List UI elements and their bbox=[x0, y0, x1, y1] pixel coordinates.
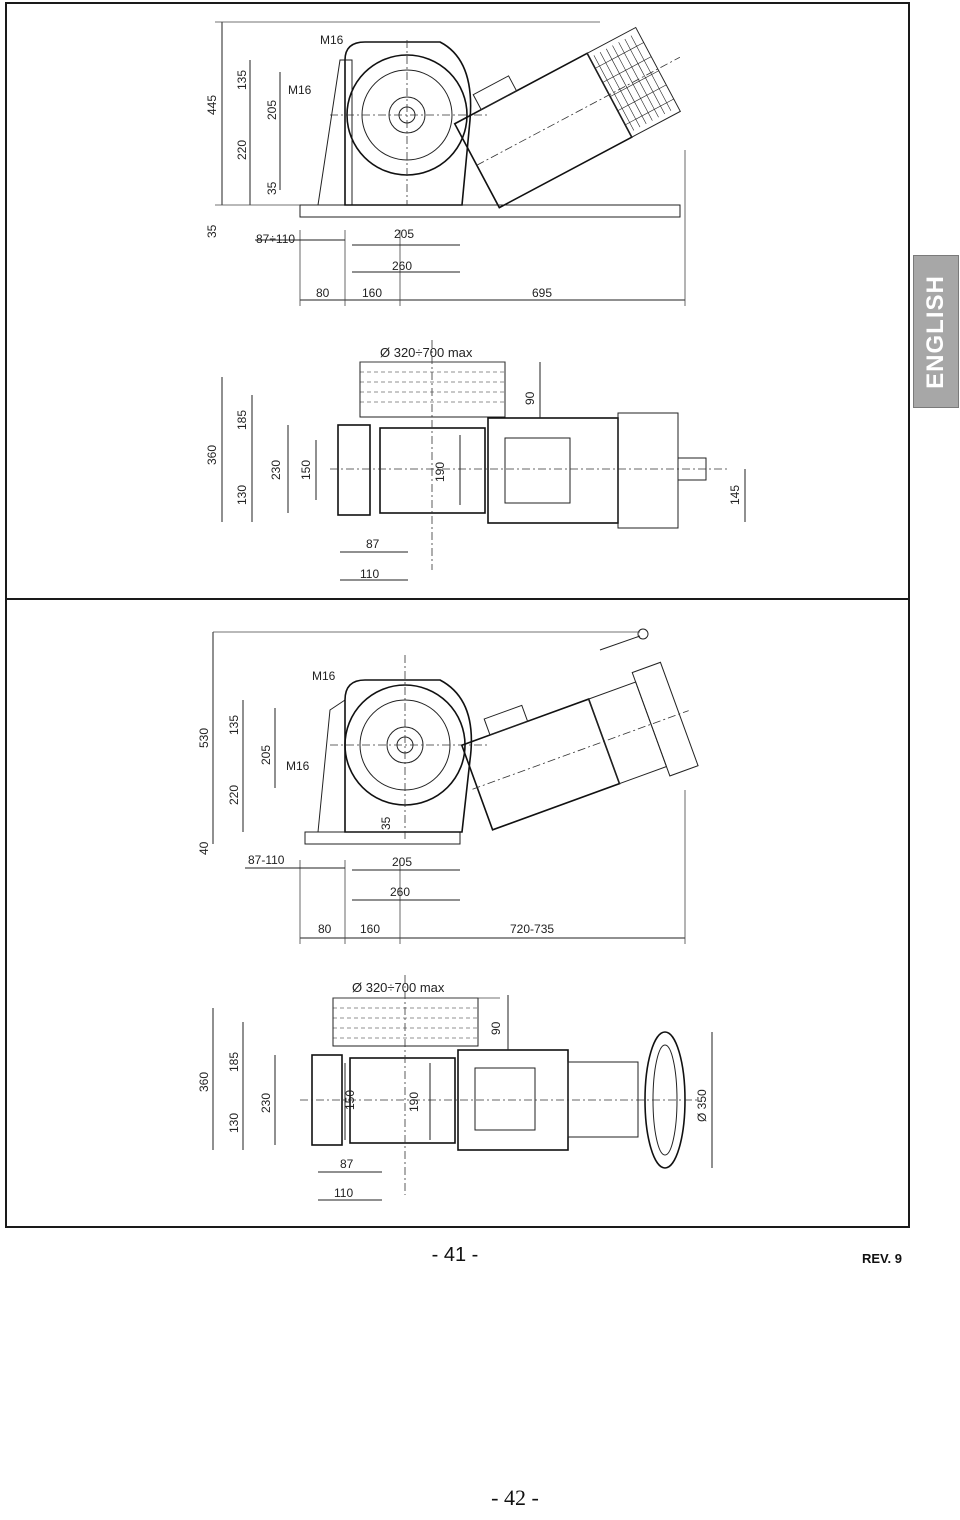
dim-35-outer: 35 bbox=[205, 224, 219, 238]
dim-145: 145 bbox=[728, 485, 742, 505]
dim-35: 35 bbox=[379, 816, 393, 830]
dim-80: 80 bbox=[318, 922, 332, 936]
top-plan-view: Ø 320÷700 max 90 360 185 130 230 150 190… bbox=[205, 340, 746, 581]
dim-260: 260 bbox=[390, 885, 410, 899]
dim-35-inner: 35 bbox=[265, 181, 279, 195]
dim-87-110: 87÷110 bbox=[256, 232, 295, 246]
dim-185: 185 bbox=[227, 1052, 241, 1072]
label-m16-upper: M16 bbox=[320, 33, 344, 47]
dim-360: 360 bbox=[197, 1072, 211, 1092]
bottom-plan-view: Ø 320÷700 max 90 360 185 130 230 150 190… bbox=[197, 975, 713, 1201]
page-number: - 41 - bbox=[431, 1244, 479, 1266]
label-m16-lower: M16 bbox=[286, 759, 310, 773]
top-drawing-panel bbox=[5, 2, 910, 600]
dim-90: 90 bbox=[489, 1021, 503, 1035]
dim-80: 80 bbox=[316, 286, 330, 300]
dim-90: 90 bbox=[523, 391, 537, 405]
language-tab-label: ENGLISH bbox=[922, 274, 949, 389]
dim-190: 190 bbox=[407, 1092, 421, 1112]
dim-110: 110 bbox=[360, 567, 379, 581]
top-elevation-view: M16 M16 445 135 220 205 35 35 87÷110 205… bbox=[205, 21, 686, 306]
dim-diameter: Ø 320÷700 max bbox=[352, 980, 445, 995]
dim-220: 220 bbox=[227, 785, 241, 805]
dim-230: 230 bbox=[269, 460, 283, 480]
dim-160: 160 bbox=[360, 922, 380, 936]
dim-185: 185 bbox=[235, 410, 249, 430]
dim-205-horizontal: 205 bbox=[392, 855, 412, 869]
dim-205: 205 bbox=[265, 100, 279, 120]
dim-260: 260 bbox=[392, 259, 412, 273]
dim-135: 135 bbox=[227, 715, 241, 735]
dim-720-735: 720-735 bbox=[510, 922, 554, 936]
dim-135: 135 bbox=[235, 70, 249, 90]
dim-190: 190 bbox=[433, 462, 447, 482]
dim-150: 150 bbox=[299, 460, 313, 480]
dim-530: 530 bbox=[197, 728, 211, 748]
dim-160: 160 bbox=[362, 286, 382, 300]
dim-130: 130 bbox=[235, 485, 249, 505]
dim-695: 695 bbox=[532, 286, 552, 300]
dim-110: 110 bbox=[334, 1186, 353, 1200]
bottom-page-number: - 42 - bbox=[491, 1485, 539, 1510]
dim-40: 40 bbox=[197, 841, 211, 855]
revision-label: REV. 9 bbox=[862, 1251, 902, 1266]
dim-87-110: 87-110 bbox=[248, 853, 285, 867]
dim-220: 220 bbox=[235, 140, 249, 160]
label-m16-lower: M16 bbox=[288, 83, 312, 97]
label-m16-upper: M16 bbox=[312, 669, 336, 683]
dim-87: 87 bbox=[366, 537, 380, 551]
dim-360: 360 bbox=[205, 445, 219, 465]
dim-350: Ø 350 bbox=[695, 1089, 709, 1122]
dim-130: 130 bbox=[227, 1113, 241, 1133]
dim-205: 205 bbox=[259, 745, 273, 765]
dim-445: 445 bbox=[205, 95, 219, 115]
dim-diameter: Ø 320÷700 max bbox=[380, 345, 473, 360]
dim-205-horizontal: 205 bbox=[394, 227, 414, 241]
dim-230: 230 bbox=[259, 1093, 273, 1113]
bottom-elevation-view: M16 M16 530 135 220 205 40 35 87-110 205… bbox=[197, 628, 699, 944]
dim-87: 87 bbox=[340, 1157, 354, 1171]
language-tab: ENGLISH bbox=[913, 255, 959, 408]
dim-150: 150 bbox=[343, 1090, 357, 1110]
